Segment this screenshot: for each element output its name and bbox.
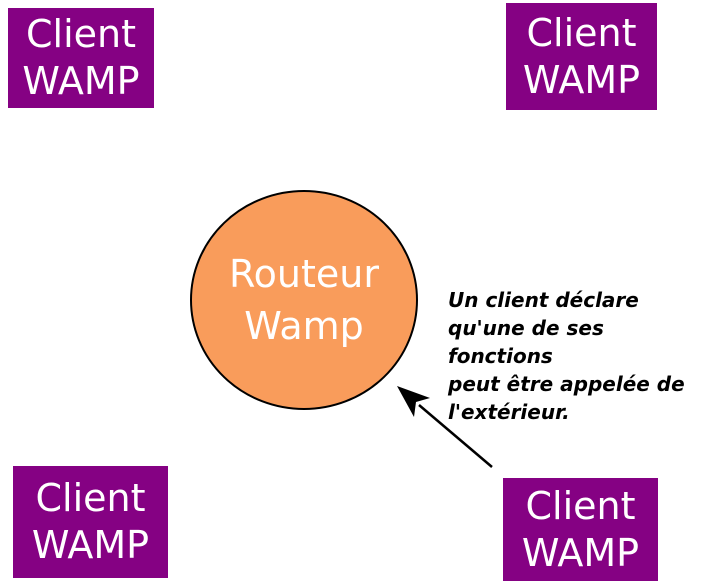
client-box-label-line2: WAMP: [521, 530, 640, 575]
arrow-head-icon: [397, 386, 430, 417]
client-box-label-line2: WAMP: [31, 523, 150, 567]
router-label-line1: Routeur: [228, 252, 379, 296]
annotation-text: Un client déclare qu'une de ses fonction…: [448, 288, 685, 424]
client-wamp-box-bottom-left: Client WAMP: [13, 466, 168, 578]
client-box-label-line1: Client: [25, 12, 136, 56]
client-box-label-line1: Client: [525, 483, 636, 528]
client-wamp-box-top-left: Client WAMP: [8, 8, 154, 108]
router-label: Routeur Wamp: [191, 248, 417, 352]
client-wamp-box-top-right: Client WAMP: [506, 3, 657, 110]
client-box-label-line1: Client: [35, 476, 146, 520]
client-wamp-box-bottom-right: Client WAMP: [503, 478, 658, 581]
client-box-label-line2: WAMP: [522, 57, 641, 102]
client-box-label-line2: WAMP: [22, 59, 140, 103]
client-box-label-line1: Client: [526, 10, 637, 55]
router-label-line2: Wamp: [244, 304, 364, 348]
